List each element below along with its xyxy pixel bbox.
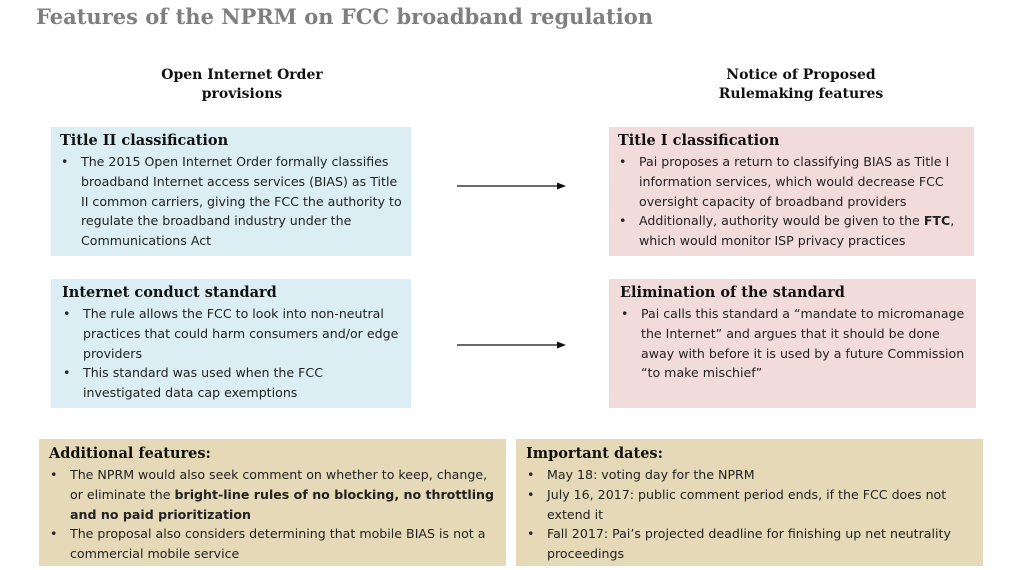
nprm-elimination-box: Elimination of the standard Pai calls th… — [609, 279, 976, 408]
bullet-item: This standard was used when the FCC inve… — [62, 363, 403, 403]
bullet-list: The rule allows the FCC to look into non… — [62, 304, 403, 403]
arrow-icon — [457, 341, 566, 349]
box-heading: Elimination of the standard — [620, 284, 845, 301]
bullet-item: The 2015 Open Internet Order formally cl… — [60, 152, 403, 251]
arrow-icon — [457, 182, 566, 190]
box-heading: Important dates: — [526, 445, 663, 462]
order-title-ii-box: Title II classification The 2015 Open In… — [51, 127, 411, 256]
order-conduct-standard-box: Internet conduct standard The rule allow… — [51, 279, 411, 408]
bullet-item: July 16, 2017: public comment period end… — [526, 485, 975, 525]
important-dates-box: Important dates: May 18: voting day for … — [516, 439, 983, 566]
box-heading: Additional features: — [49, 445, 211, 462]
bullet-item: The proposal also considers determining … — [49, 524, 498, 564]
bullet-item: Pai calls this standard a “mandate to mi… — [620, 304, 968, 383]
bullet-item: The NPRM would also seek comment on whet… — [49, 465, 498, 524]
nprm-title-i-box: Title I classification Pai proposes a re… — [609, 127, 974, 256]
bullet-item: Fall 2017: Pai’s projected deadline for … — [526, 524, 975, 564]
box-heading: Title I classification — [618, 132, 780, 149]
bullet-item: May 18: voting day for the NPRM — [526, 465, 975, 485]
bullet-list: May 18: voting day for the NPRMJuly 16, … — [526, 465, 975, 564]
additional-features-box: Additional features: The NPRM would also… — [39, 439, 506, 566]
bullet-list: Pai calls this standard a “mandate to mi… — [620, 304, 968, 383]
bullet-item: Additionally, authority would be given t… — [618, 211, 966, 251]
box-heading: Internet conduct standard — [62, 284, 277, 301]
box-heading: Title II classification — [60, 132, 229, 149]
page-title: Features of the NPRM on FCC broadband re… — [36, 4, 653, 29]
bullet-list: Pai proposes a return to classifying BIA… — [618, 152, 966, 251]
bullet-item: The rule allows the FCC to look into non… — [62, 304, 403, 363]
bullet-list: The 2015 Open Internet Order formally cl… — [60, 152, 403, 251]
bullet-item: Pai proposes a return to classifying BIA… — [618, 152, 966, 211]
bullet-list: The NPRM would also seek comment on whet… — [49, 465, 498, 564]
